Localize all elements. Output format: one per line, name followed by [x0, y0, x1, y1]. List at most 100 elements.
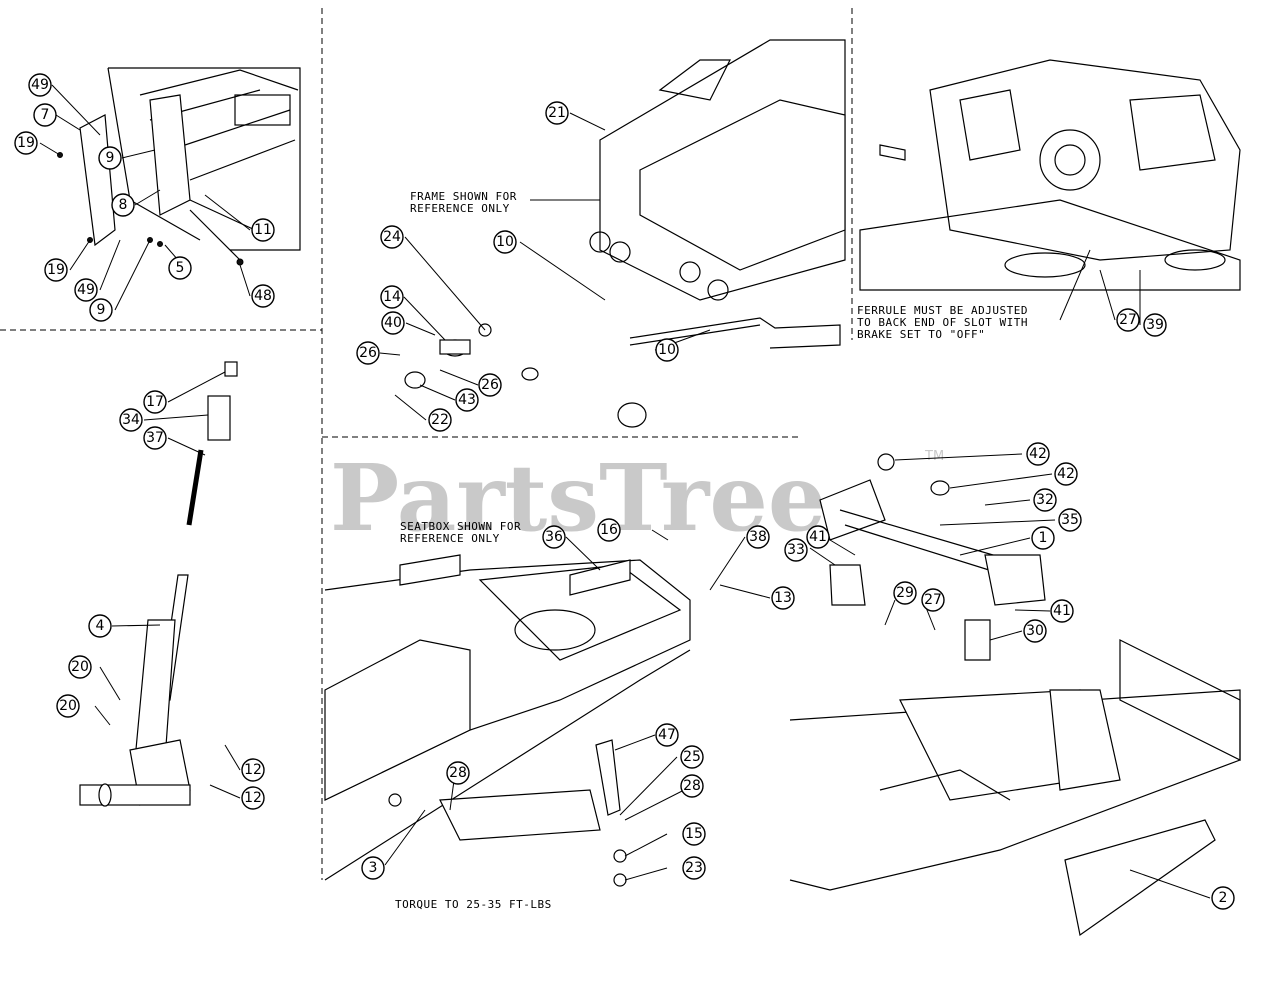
callout: 9 [89, 298, 113, 322]
svg-text:34: 34 [122, 412, 140, 428]
callout: 35 [1058, 508, 1082, 532]
svg-text:26: 26 [481, 377, 499, 393]
svg-text:15: 15 [685, 826, 703, 842]
callout: 9 [98, 146, 122, 170]
callout: 2 [1211, 886, 1235, 910]
svg-text:23: 23 [685, 860, 703, 876]
svg-text:1: 1 [1039, 530, 1048, 546]
callout: 11 [251, 218, 275, 242]
callout: 12 [241, 786, 265, 810]
watermark-tm: TM [924, 449, 944, 464]
callout: 49 [74, 278, 98, 302]
svg-text:27: 27 [1119, 312, 1137, 328]
pedal-rod-illustration [79, 361, 238, 807]
note-ferrule-line1: FERRULE MUST BE ADJUSTED [857, 304, 1028, 317]
callout: 20 [56, 694, 80, 718]
callout: 42 [1026, 442, 1050, 466]
note-ferrule-line2: TO BACK END OF SLOT WITH [857, 316, 1028, 329]
callout: 47 [655, 723, 679, 747]
svg-text:24: 24 [383, 229, 401, 245]
callout: 28 [446, 761, 470, 785]
svg-text:14: 14 [383, 289, 401, 305]
svg-text:28: 28 [683, 778, 701, 794]
svg-text:47: 47 [658, 727, 676, 743]
callout: 8 [111, 193, 135, 217]
callouts: 49 7 19 9 8 11 19 5 49 9 48 21 24 10 14 … [14, 73, 1235, 910]
svg-text:3: 3 [369, 860, 378, 876]
callout: 10 [655, 338, 679, 362]
callout: 33 [784, 538, 808, 562]
callout: 24 [380, 225, 404, 249]
note-torque: TORQUE TO 25-35 FT-LBS [395, 898, 552, 911]
callout: 5 [168, 256, 192, 280]
svg-text:22: 22 [431, 412, 449, 428]
callout: 19 [14, 131, 38, 155]
svg-text:2: 2 [1219, 890, 1228, 906]
callout: 28 [680, 774, 704, 798]
notes: FRAME SHOWN FOR REFERENCE ONLY SEATBOX S… [395, 190, 1028, 911]
callout: 32 [1033, 488, 1057, 512]
svg-text:39: 39 [1146, 317, 1164, 333]
note-seatbox-line2: REFERENCE ONLY [400, 532, 500, 545]
callout: 13 [771, 586, 795, 610]
callout: 26 [478, 373, 502, 397]
callout: 20 [68, 655, 92, 679]
svg-text:49: 49 [77, 282, 95, 298]
svg-text:26: 26 [359, 345, 377, 361]
callout: 26 [356, 341, 380, 365]
svg-text:41: 41 [809, 529, 827, 545]
svg-text:25: 25 [683, 749, 701, 765]
leader-lines [39, 84, 1211, 899]
svg-text:19: 19 [47, 262, 65, 278]
callout: 10 [493, 230, 517, 254]
svg-text:12: 12 [244, 790, 262, 806]
callout: 29 [893, 581, 917, 605]
svg-text:16: 16 [600, 522, 618, 538]
callout: 43 [455, 388, 479, 412]
svg-text:20: 20 [59, 698, 77, 714]
svg-text:35: 35 [1061, 512, 1079, 528]
callout: 39 [1143, 313, 1167, 337]
svg-text:4: 4 [96, 618, 105, 634]
callout: 16 [597, 518, 621, 542]
svg-text:21: 21 [548, 105, 566, 121]
callout: 23 [682, 856, 706, 880]
callout: 42 [1054, 462, 1078, 486]
note-seatbox-line1: SEATBOX SHOWN FOR [400, 520, 521, 533]
svg-text:28: 28 [449, 765, 467, 781]
svg-text:10: 10 [496, 234, 514, 250]
callout: 48 [251, 284, 275, 308]
callout: 30 [1023, 619, 1047, 643]
callout: 3 [361, 856, 385, 880]
svg-text:29: 29 [896, 585, 914, 601]
svg-text:9: 9 [97, 302, 106, 318]
transmission-illustration [859, 59, 1241, 291]
seatbox-frame-illustration [324, 554, 691, 887]
callout: 15 [682, 822, 706, 846]
svg-text:17: 17 [146, 394, 164, 410]
callout: 22 [428, 408, 452, 432]
svg-text:19: 19 [17, 135, 35, 151]
watermark-text: PartsTree [330, 444, 826, 552]
svg-text:43: 43 [458, 392, 476, 408]
callout: 17 [143, 390, 167, 414]
callout: 19 [44, 258, 68, 282]
section-dividers [0, 8, 853, 880]
svg-text:9: 9 [106, 150, 115, 166]
svg-text:32: 32 [1036, 492, 1054, 508]
svg-text:42: 42 [1029, 446, 1047, 462]
note-frame-line2: REFERENCE ONLY [410, 202, 510, 215]
svg-text:10: 10 [658, 342, 676, 358]
callout: 36 [542, 525, 566, 549]
svg-text:30: 30 [1026, 623, 1044, 639]
callout: 27 [1116, 308, 1140, 332]
callout: 41 [806, 525, 830, 549]
svg-text:27: 27 [924, 592, 942, 608]
note-frame-line1: FRAME SHOWN FOR [410, 190, 517, 203]
svg-text:49: 49 [31, 77, 49, 93]
callout: 14 [380, 285, 404, 309]
svg-text:8: 8 [119, 197, 128, 213]
callout: 4 [88, 614, 112, 638]
callout: 34 [119, 408, 143, 432]
svg-text:13: 13 [774, 590, 792, 606]
